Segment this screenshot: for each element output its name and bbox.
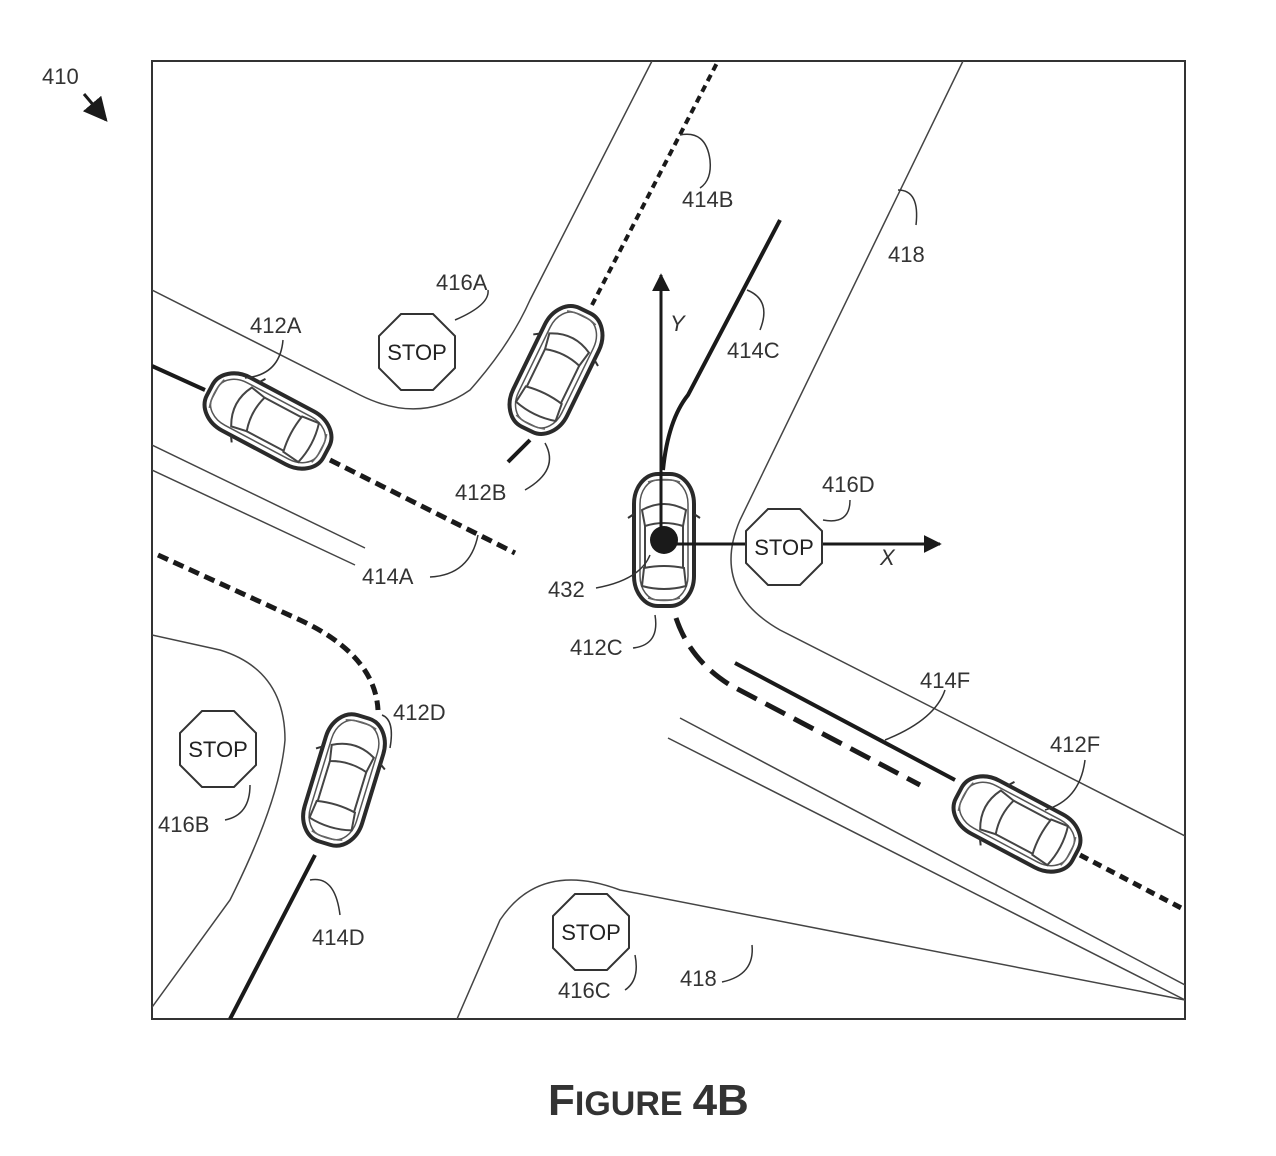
stop-sign-416a-text: STOP	[387, 340, 447, 365]
road-edge-north-west	[152, 61, 653, 410]
trajectory-414d-solid	[228, 854, 317, 1019]
leader-414f	[884, 689, 946, 741]
leader-416b	[224, 784, 251, 821]
label-414d: 414D	[312, 925, 365, 950]
leader-418-lower	[721, 944, 753, 983]
leader-416c	[624, 954, 637, 991]
stop-sign-416d-text: STOP	[754, 535, 814, 560]
lane-line-west-1	[152, 444, 366, 549]
leader-418-upper	[897, 189, 918, 226]
leader-414a	[429, 534, 479, 578]
label-414a: 414A	[362, 564, 414, 589]
trajectory-414b-tail	[506, 438, 532, 464]
label-axis-y: Y	[670, 311, 686, 336]
road-edge-north-east	[730, 61, 1185, 837]
leader-412b	[524, 442, 551, 491]
lane-line-east-2	[667, 737, 1185, 1001]
stop-sign-416a: STOP	[378, 313, 456, 391]
leader-412f	[1044, 759, 1086, 811]
label-418-lower: 418	[680, 966, 717, 991]
leader-412c	[632, 614, 657, 649]
label-416d: 416D	[822, 472, 875, 497]
label-432: 432	[548, 577, 585, 602]
trajectory-414a-dashed	[328, 457, 517, 556]
reference-point-432	[650, 526, 678, 554]
label-412c: 412C	[570, 635, 623, 660]
label-412f: 412F	[1050, 732, 1100, 757]
leader-416a	[454, 289, 489, 321]
leader-414c	[746, 289, 765, 331]
leader-412d	[381, 714, 393, 749]
lane-line-east-1	[679, 717, 1185, 986]
trajectory-414c	[661, 219, 782, 471]
label-414b: 414B	[682, 187, 733, 212]
stop-sign-416d: STOP	[745, 508, 823, 586]
road-edge-south-west	[152, 634, 286, 1009]
label-axis-x: X	[879, 545, 896, 570]
caption-small-caps: IGURE	[575, 1085, 683, 1123]
figure-ref-arrow	[82, 93, 108, 122]
lane-line-west-2	[152, 469, 356, 566]
trajectory-414b	[590, 61, 720, 306]
trajectory-412c-path	[673, 617, 922, 788]
label-414f: 414F	[920, 668, 970, 693]
caption-first-letter: F	[548, 1076, 575, 1125]
label-416c: 416C	[558, 978, 611, 1003]
stop-sign-416b: STOP	[179, 710, 257, 788]
leader-412a	[244, 339, 284, 379]
label-414c: 414C	[727, 338, 780, 363]
caption-number: 4B	[693, 1076, 749, 1125]
stop-sign-416c-text: STOP	[561, 920, 621, 945]
figure-caption: FIGURE 4B	[548, 1076, 749, 1125]
trajectory-414a-solid	[152, 364, 206, 392]
trajectory-414f-solid	[734, 661, 956, 782]
leader-432	[595, 554, 651, 589]
figure-ref-label: 410	[42, 64, 79, 89]
trajectory-414d-dashed	[156, 552, 381, 711]
label-416a: 416A	[436, 270, 488, 295]
stop-sign-416c: STOP	[552, 893, 630, 971]
trajectory-414f-dashed	[1078, 852, 1185, 913]
leader-416d	[822, 499, 851, 522]
stop-sign-416b-text: STOP	[188, 737, 248, 762]
leader-414d	[309, 878, 341, 916]
label-416b: 416B	[158, 812, 209, 837]
road-layer: STOP STOP STOP STOP	[152, 61, 1185, 1019]
label-412a: 412A	[250, 313, 302, 338]
label-412b: 412B	[455, 480, 506, 505]
label-418-upper: 418	[888, 242, 925, 267]
label-412d: 412D	[393, 700, 446, 725]
road-edge-south-east	[456, 879, 1185, 1019]
leader-414b	[679, 133, 712, 189]
